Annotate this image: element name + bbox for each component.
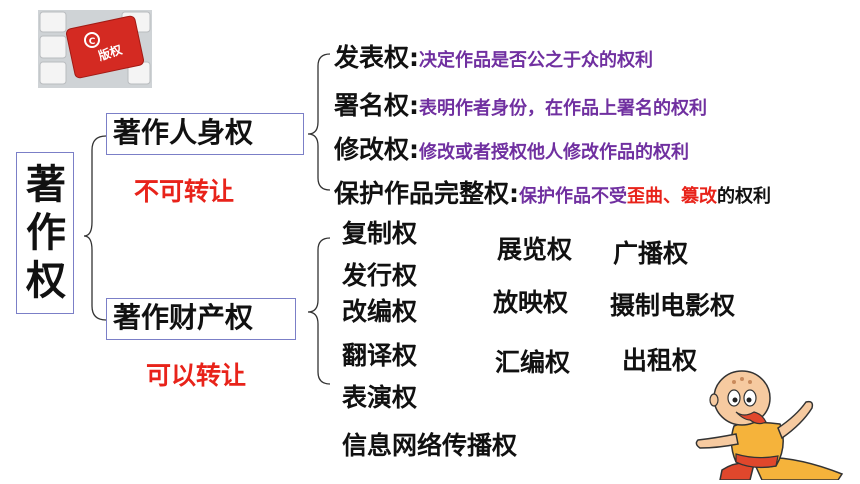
- colon: :: [409, 43, 420, 72]
- desc-part: 保护作品不受: [519, 186, 628, 207]
- right-name: 署名权: [334, 91, 410, 120]
- property-rights-note: 可以转让: [146, 361, 247, 390]
- property-rights-node: 著作财产权: [106, 298, 296, 340]
- property-right-item: 改编权: [342, 297, 418, 326]
- root-node: 著 作 权: [16, 152, 74, 314]
- property-right-item: 放映权: [493, 288, 569, 317]
- property-right-item: 发行权: [342, 261, 418, 290]
- personal-right-item: 修改权:修改或者授权他人修改作品的权利: [334, 130, 689, 166]
- property-right-item: 展览权: [497, 235, 573, 264]
- copyright-key-image: C 版权: [38, 10, 152, 88]
- right-name: 保护作品完整权: [334, 179, 510, 208]
- personal-right-item: 署名权:表明作者身份，在作品上署名的权利: [334, 86, 707, 122]
- property-right-item: 复制权: [342, 219, 418, 248]
- personal-right-item: 保护作品完整权:保护作品不受歪曲、篡改的权利: [334, 174, 771, 210]
- desc-part: 的权利: [717, 186, 772, 207]
- colon: :: [509, 179, 520, 208]
- root-char-2: 作: [26, 210, 66, 256]
- mascot: [692, 362, 852, 481]
- copyright-key-icon: C: [38, 10, 152, 88]
- right-desc: 修改或者授权他人修改作品的权利: [419, 142, 690, 163]
- right-desc: 决定作品是否公之于众的权利: [419, 50, 654, 71]
- right-desc: 保护作品不受歪曲、篡改的权利: [519, 186, 771, 207]
- desc-part-highlight: 歪曲: [627, 186, 664, 207]
- property-right-item: 表演权: [342, 383, 418, 412]
- svg-text:C: C: [89, 37, 96, 47]
- monk-cartoon-icon: [695, 370, 844, 481]
- personal-right-item: 发表权:决定作品是否公之于众的权利: [334, 38, 653, 74]
- colon: :: [409, 135, 420, 164]
- property-right-item: 广播权: [613, 239, 689, 268]
- colon: :: [409, 91, 420, 120]
- right-name: 修改权: [334, 135, 410, 164]
- desc-part-highlight: 、: [663, 186, 682, 207]
- property-right-item: 信息网络传播权: [342, 431, 518, 460]
- right-name: 发表权: [334, 43, 410, 72]
- property-right-item: 出租权: [622, 346, 698, 375]
- right-desc: 表明作者身份，在作品上署名的权利: [419, 98, 708, 119]
- property-right-item: 汇编权: [495, 348, 571, 377]
- root-char-1: 著: [26, 162, 66, 208]
- property-right-item: 摄制电影权: [610, 291, 736, 320]
- personal-rights-note: 不可转让: [134, 177, 235, 206]
- desc-part-highlight: 篡改: [681, 186, 718, 207]
- personal-rights-node: 著作人身权: [106, 113, 304, 155]
- property-right-item: 翻译权: [342, 341, 418, 370]
- root-char-3: 权: [26, 258, 66, 304]
